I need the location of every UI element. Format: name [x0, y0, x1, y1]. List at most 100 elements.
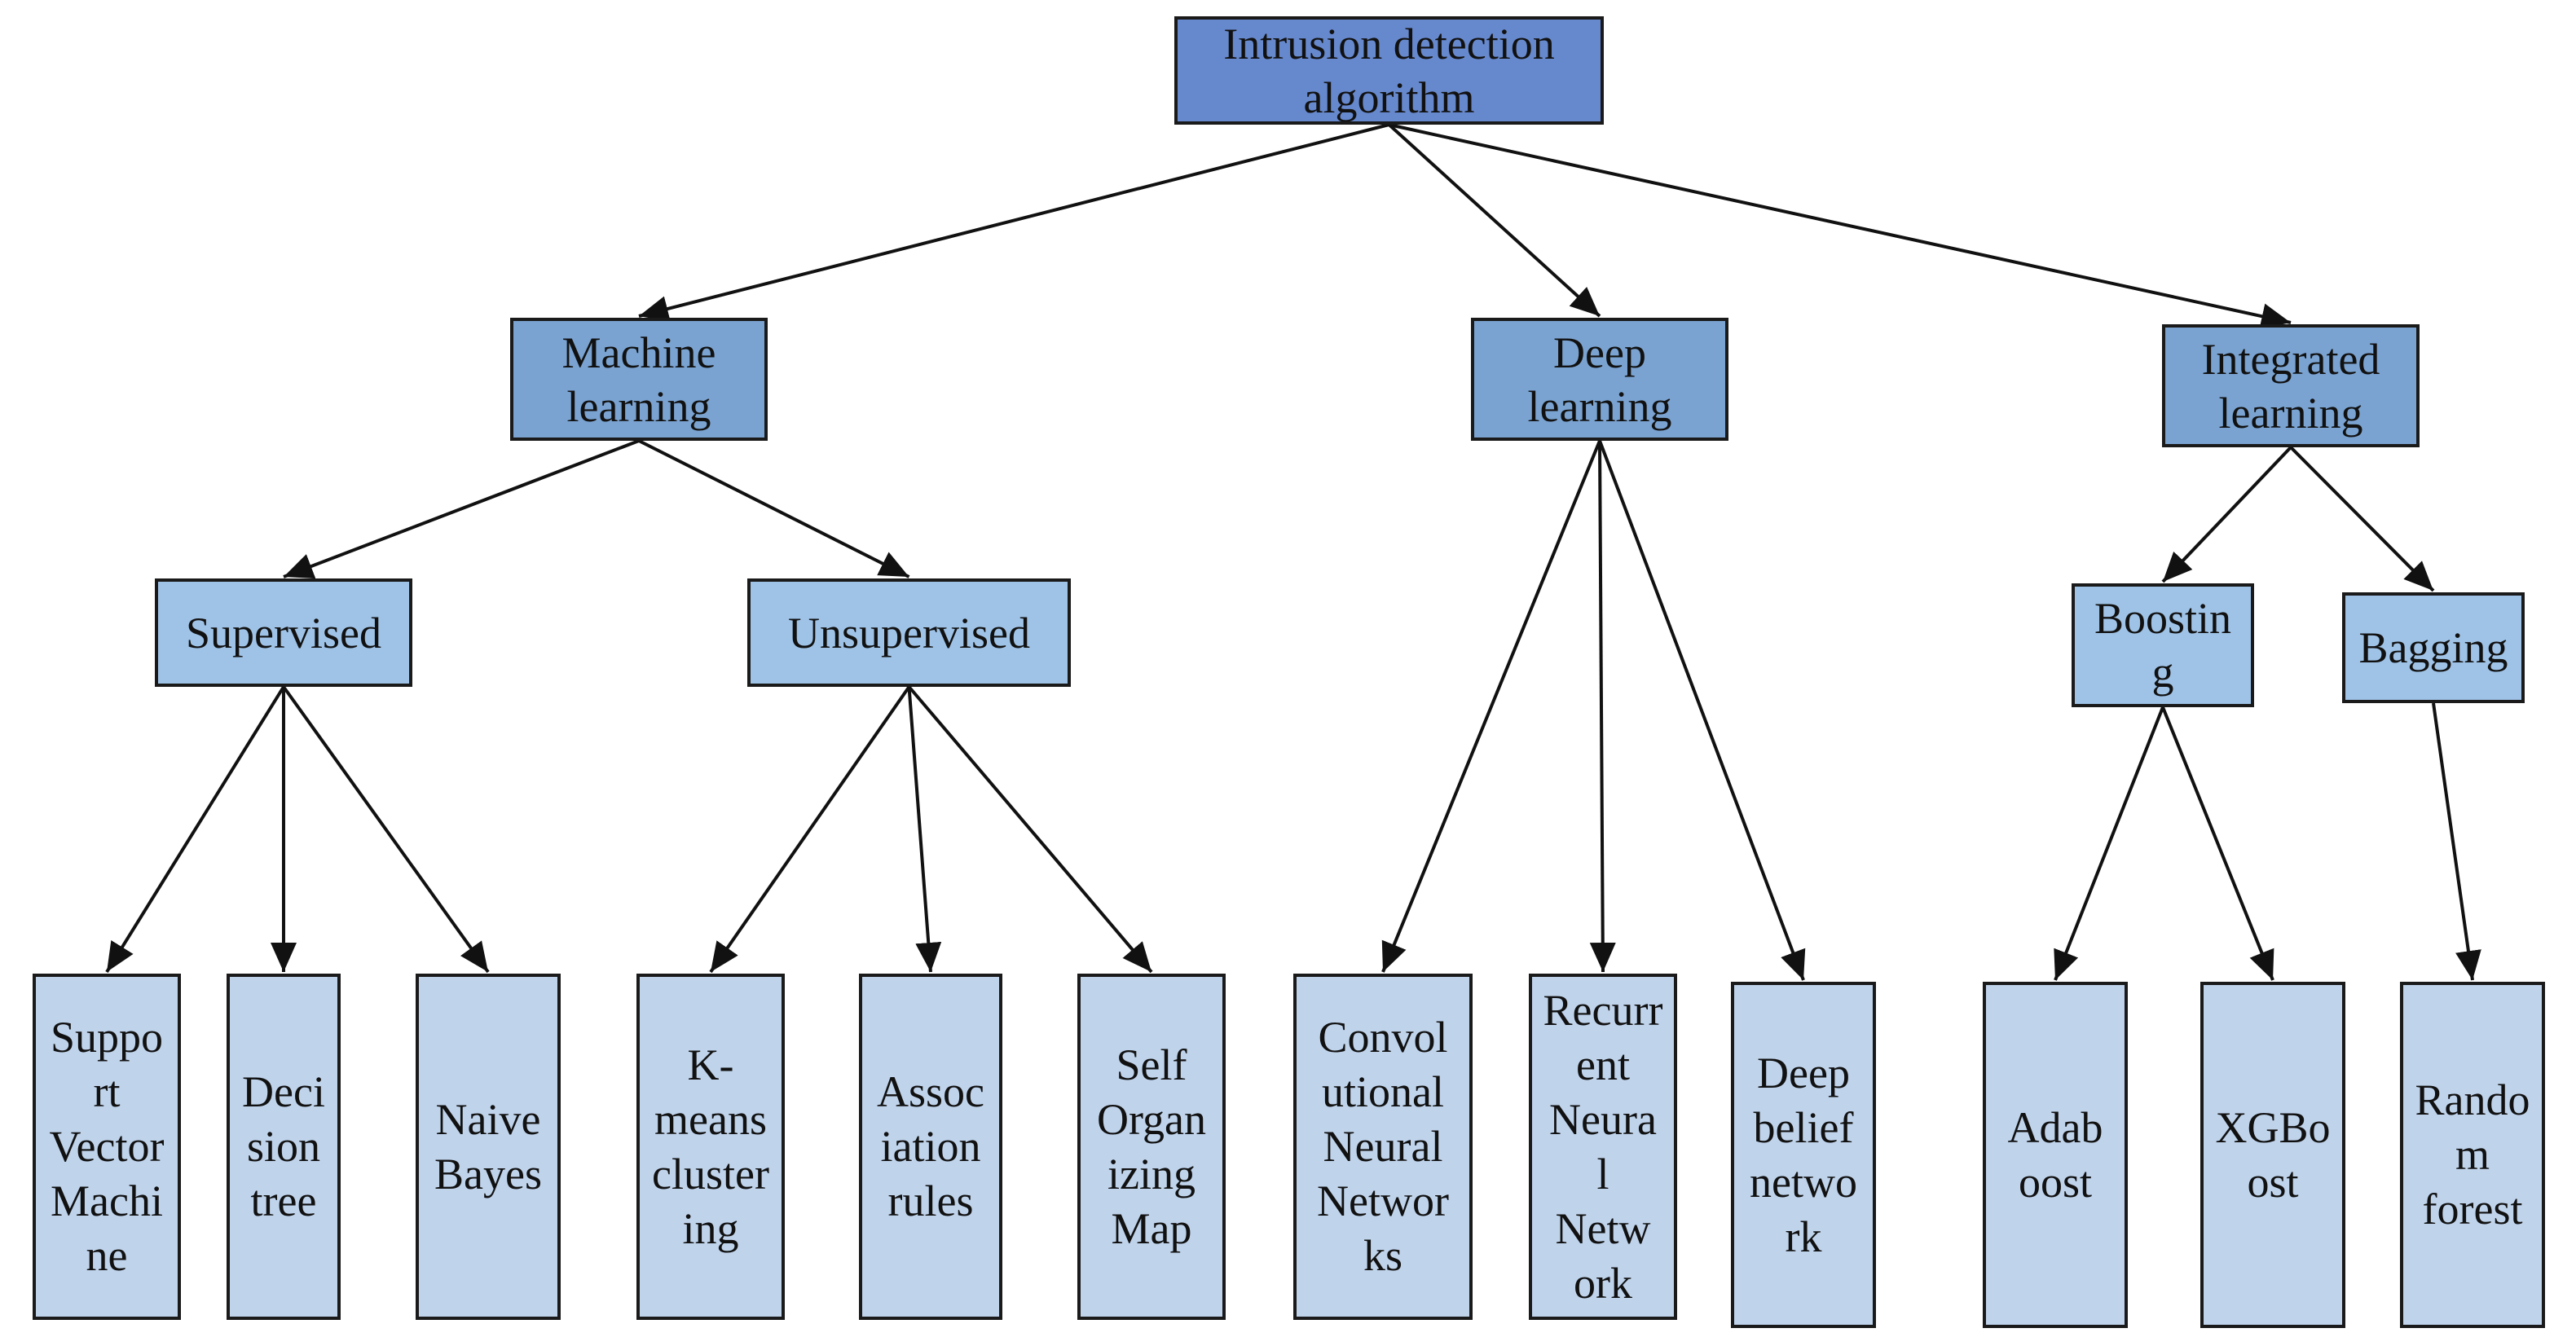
node-label-line: ing [682, 1203, 739, 1253]
node-label-line: m [2455, 1130, 2490, 1179]
connector-arrow-integrated-to-bagging [2289, 446, 2435, 592]
connector-arrow-bagging-to-rforest [2432, 702, 2481, 981]
subcategory-node-bagging: Bagging [2342, 592, 2525, 703]
node-label-line: cluster [652, 1149, 769, 1198]
node-label-line: Organ [1097, 1094, 1206, 1144]
node-label-line: utional [1322, 1067, 1444, 1116]
node-label-line: Machi [51, 1176, 163, 1225]
node-label-line: Deep [1757, 1048, 1850, 1097]
connector-arrow-unsupervised-to-som [907, 685, 1153, 974]
connector-arrow-deep-to-rnn [1589, 440, 1616, 973]
node-label-line: Naive [435, 1094, 541, 1144]
node-label-line: algorithm [1303, 73, 1475, 122]
node-label: Intrusion detection algorithm [1223, 19, 1555, 122]
connector-arrow-integrated-to-boosting [2161, 446, 2292, 583]
node-label-line: Neural [1323, 1122, 1443, 1171]
node-label-line: K- [687, 1040, 734, 1089]
node-label-line: learning [566, 381, 711, 431]
connector-arrow-machine-to-unsupervised [638, 439, 910, 578]
connector-arrow-unsupervised-to-assoc [907, 686, 942, 973]
node-label-line: ent [1576, 1040, 1630, 1089]
node-label-line: g [2151, 648, 2174, 697]
node-label-line: Supervised [186, 608, 381, 658]
leaf-node-k-means-clustering: K-means cluster ing [636, 974, 785, 1320]
node-label: Supervised [186, 606, 381, 660]
subcategory-node-unsupervised: Unsupervised [747, 578, 1071, 687]
node-label-line: Boostin [2094, 594, 2232, 643]
node-label-line: sion [246, 1122, 321, 1171]
node-label-line: ork [1574, 1258, 1632, 1308]
node-label-line: Neura [1549, 1094, 1657, 1144]
node-label-line: Suppo [50, 1013, 164, 1062]
node-label-line: Intrusion detection [1223, 19, 1555, 68]
connector-arrow-deep-to-dbn [1598, 440, 1806, 981]
node-label-line: learning [1527, 381, 1672, 431]
node-label: Rando m forest [2415, 1073, 2530, 1237]
node-label-line: ost [2247, 1157, 2299, 1207]
subcategory-node-boosting: Boostin g [2072, 583, 2254, 707]
connector-arrow-unsupervised-to-kmeans [709, 685, 911, 974]
node-label: Unsupervised [788, 606, 1030, 660]
node-label-line: Map [1111, 1203, 1192, 1253]
node-label-line: means [654, 1094, 767, 1144]
node-label-line: Rando [2415, 1075, 2530, 1124]
node-label-line: belief [1753, 1102, 1854, 1152]
node-label: Bagging [2359, 621, 2508, 675]
node-label-line: learning [2218, 388, 2363, 438]
node-label-line: l [1596, 1149, 1609, 1198]
node-label-line: Bayes [434, 1149, 542, 1198]
node-label-line: Networ [1317, 1176, 1449, 1225]
subcategory-node-supervised: Supervised [155, 578, 412, 687]
node-label-line: forest [2422, 1185, 2523, 1234]
connector-arrow-root-to-machine [638, 123, 1389, 322]
node-label-line: rk [1785, 1212, 1822, 1261]
leaf-node-association-rules: Assoc iation rules [859, 974, 1002, 1320]
node-label-line: Assoc [877, 1067, 984, 1116]
connector-arrow-supervised-to-svm [105, 685, 285, 974]
node-label-line: rt [93, 1067, 121, 1116]
connector-arrow-boosting-to-adaboost [2054, 706, 2164, 981]
node-label-line: Deep [1553, 328, 1646, 377]
node-label: Assoc iation rules [877, 1065, 984, 1229]
node-label-line: Unsupervised [788, 608, 1030, 658]
node-label-line: Bagging [2358, 623, 2508, 672]
node-label-line: Deci [242, 1067, 325, 1116]
node-label-line: rules [887, 1176, 974, 1225]
connector-arrow-deep-to-cnn [1381, 440, 1601, 973]
node-label-line: Vector [49, 1122, 165, 1171]
node-label-line: XGBo [2215, 1102, 2331, 1152]
root-node-intrusion-detection-algorithm: Intrusion detection algorithm [1174, 16, 1604, 125]
node-label: K-means cluster ing [652, 1038, 769, 1256]
node-label-line: iation [880, 1122, 981, 1171]
connector-arrow-supervised-to-nbayes [282, 685, 490, 974]
connector-arrow-root-to-integrated [1389, 123, 2292, 329]
leaf-node-random-forest: Rando m forest [2400, 982, 2545, 1328]
node-label-line: Netw [1555, 1203, 1651, 1253]
node-label-line: ks [1363, 1231, 1402, 1280]
node-label-line: netwo [1750, 1157, 1857, 1207]
